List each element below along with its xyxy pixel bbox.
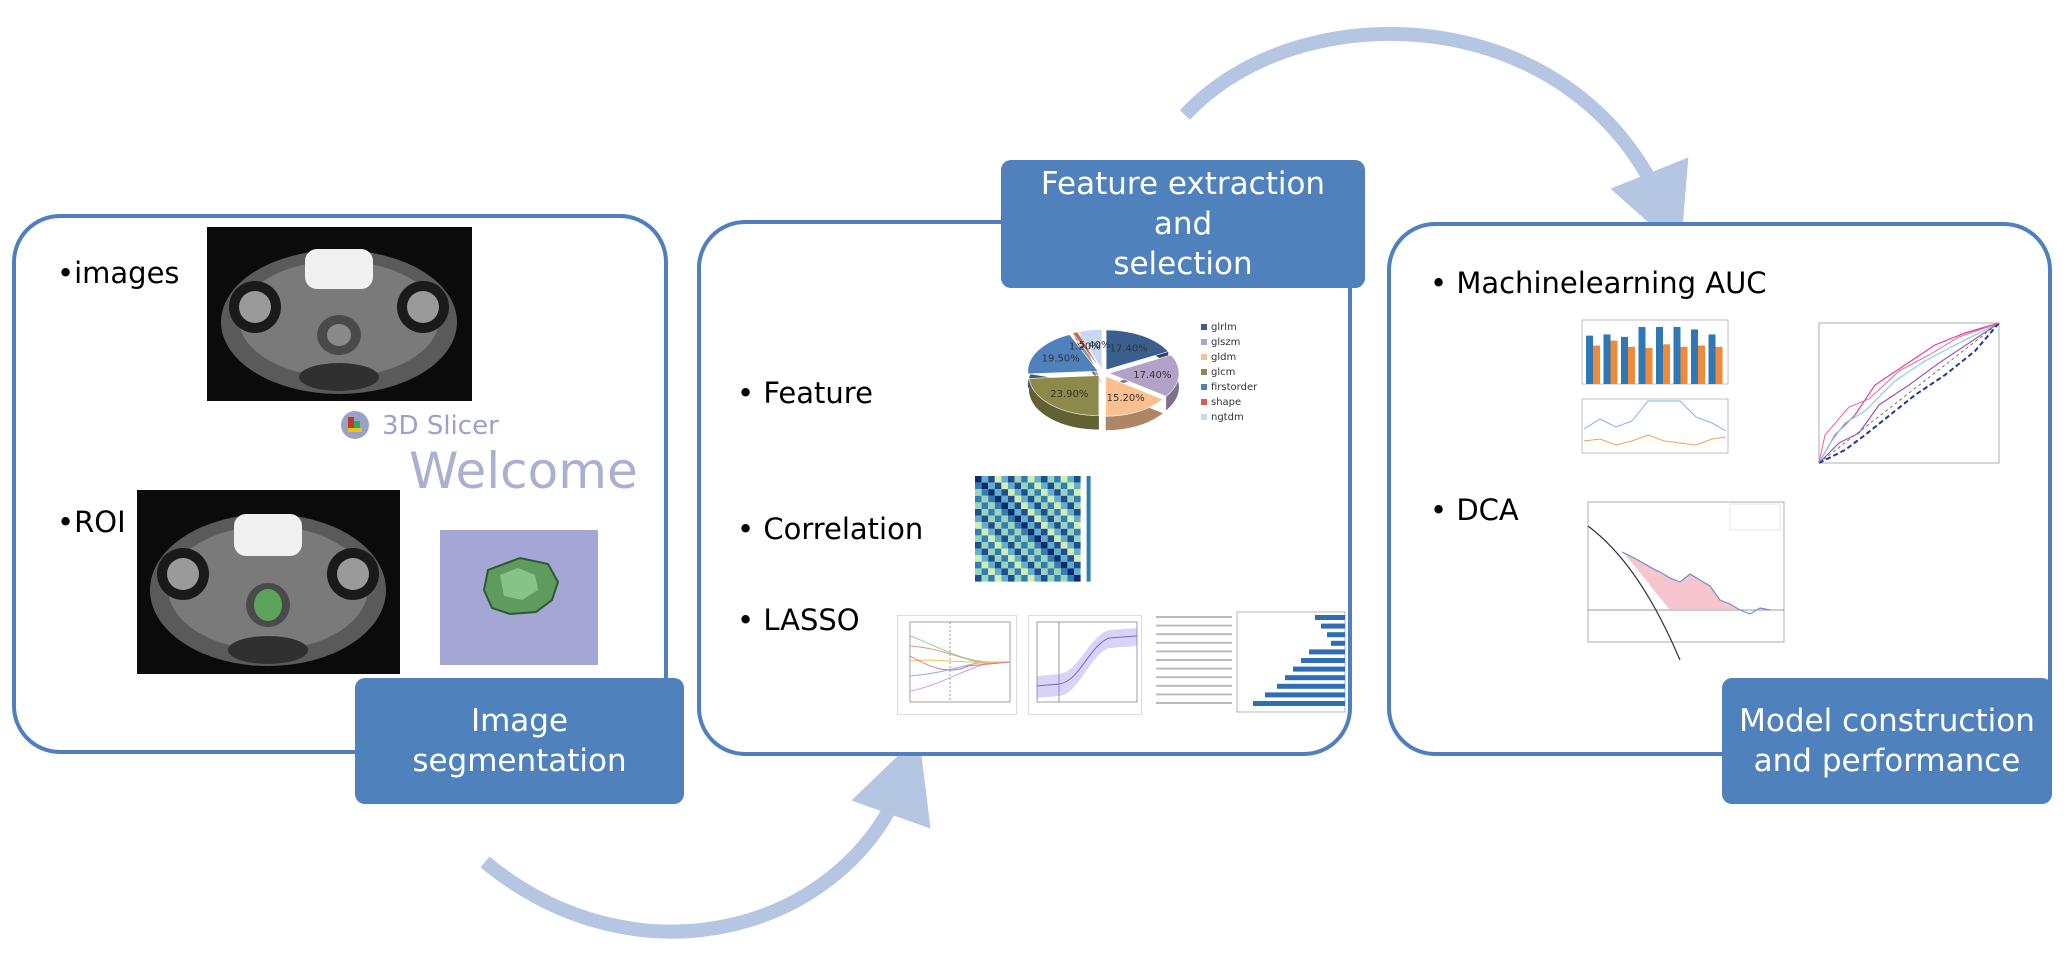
pie-slice-glrlm	[1105, 329, 1169, 371]
label-image-segmentation-line1: Image	[470, 702, 569, 739]
slicer-welcome: Welcome	[409, 442, 638, 500]
legend-swatch-glrlm	[1201, 324, 1207, 330]
bullet-roi: •ROI	[57, 505, 126, 539]
bullet-correlation: • Correlation	[737, 512, 924, 546]
pie-value-label: 15.20%	[1107, 393, 1145, 404]
legend-swatch-firstorder	[1201, 384, 1207, 390]
label-feature-extraction-line1: Feature extraction and	[1040, 165, 1326, 242]
pie-slice-gldm	[1105, 375, 1164, 417]
legend-label-ngtdm: ngtdm	[1211, 412, 1244, 423]
ml-metrics-bar-chart	[1572, 318, 1730, 394]
pie-slice-ngtdm	[1078, 329, 1103, 371]
arrow-to-features	[480, 735, 931, 939]
lasso-cv-plot	[1028, 615, 1142, 715]
slicer-logo-icon	[340, 410, 370, 440]
label-image-segmentation: Image segmentation	[355, 678, 684, 804]
legend-label-glrlm: glrlm	[1211, 322, 1237, 333]
legend-label-gldm: gldm	[1211, 352, 1236, 363]
pie-value-label: 23.90%	[1050, 389, 1088, 400]
legend-swatch-ngtdm	[1201, 414, 1207, 420]
model-panel	[1387, 222, 2052, 756]
bullet-dca: • DCA	[1430, 493, 1519, 527]
bullet-feature: • Feature	[737, 376, 873, 410]
legend-swatch-glszm	[1201, 339, 1207, 345]
label-feature-extraction-line2: selection	[1113, 246, 1253, 283]
roc-curve-chart	[1805, 315, 2005, 473]
bullet-lasso: • LASSO	[737, 603, 860, 637]
pie-slice-firstorder	[1027, 334, 1099, 375]
pie-value-label: 17.40%	[1133, 370, 1171, 381]
label-model-construction-line2: and performance	[1753, 743, 2021, 779]
pie-value-label: 17.40%	[1110, 344, 1148, 355]
feature-pie-chart: 17.40% 17.40% 15.20% 23.90% 19.50%1.20%5.40%…	[1027, 322, 1258, 431]
roi-mri-image	[137, 490, 400, 674]
correlation-heatmap	[955, 472, 1123, 590]
legend-label-firstorder: firstorder	[1211, 382, 1258, 393]
lasso-feature-bars	[1152, 610, 1347, 718]
bullet-images: •images	[57, 256, 180, 290]
label-feature-extraction: Feature extraction and selection	[1001, 160, 1365, 288]
pie-value-label: 1.20%	[1069, 342, 1101, 353]
dca-curve-chart	[1570, 490, 1788, 660]
ml-metrics-line-chart	[1572, 397, 1730, 463]
label-model-construction: Model construction and performance	[1722, 678, 2052, 804]
mri-image	[207, 227, 472, 401]
label-image-segmentation-line2: segmentation	[412, 743, 627, 779]
legend-label-glcm: glcm	[1211, 367, 1235, 378]
legend-swatch-shape	[1201, 399, 1207, 405]
legend-label-glszm: glszm	[1211, 337, 1240, 348]
legend-label-shape: shape	[1211, 397, 1241, 408]
label-model-construction-line1: Model construction	[1739, 702, 2035, 739]
bullet-ml-auc: • Machinelearning AUC	[1430, 266, 1767, 300]
pie-value-label: 19.50%	[1042, 353, 1080, 364]
pie-value-label: 5.40%	[1079, 340, 1111, 351]
arrow-to-model	[1179, 26, 1689, 251]
pie-slice-glcm	[1028, 375, 1100, 416]
pie-slice-shape	[1072, 331, 1102, 370]
pie-slice-glszm	[1108, 354, 1180, 397]
pie-slice-side-glcm	[1029, 378, 1099, 430]
legend-swatch-glcm	[1201, 369, 1207, 375]
legend-swatch-gldm	[1201, 354, 1207, 360]
lasso-coefficient-plot	[897, 615, 1017, 715]
roi-3d-render	[440, 530, 598, 665]
slicer-name: 3D Slicer	[382, 411, 499, 441]
